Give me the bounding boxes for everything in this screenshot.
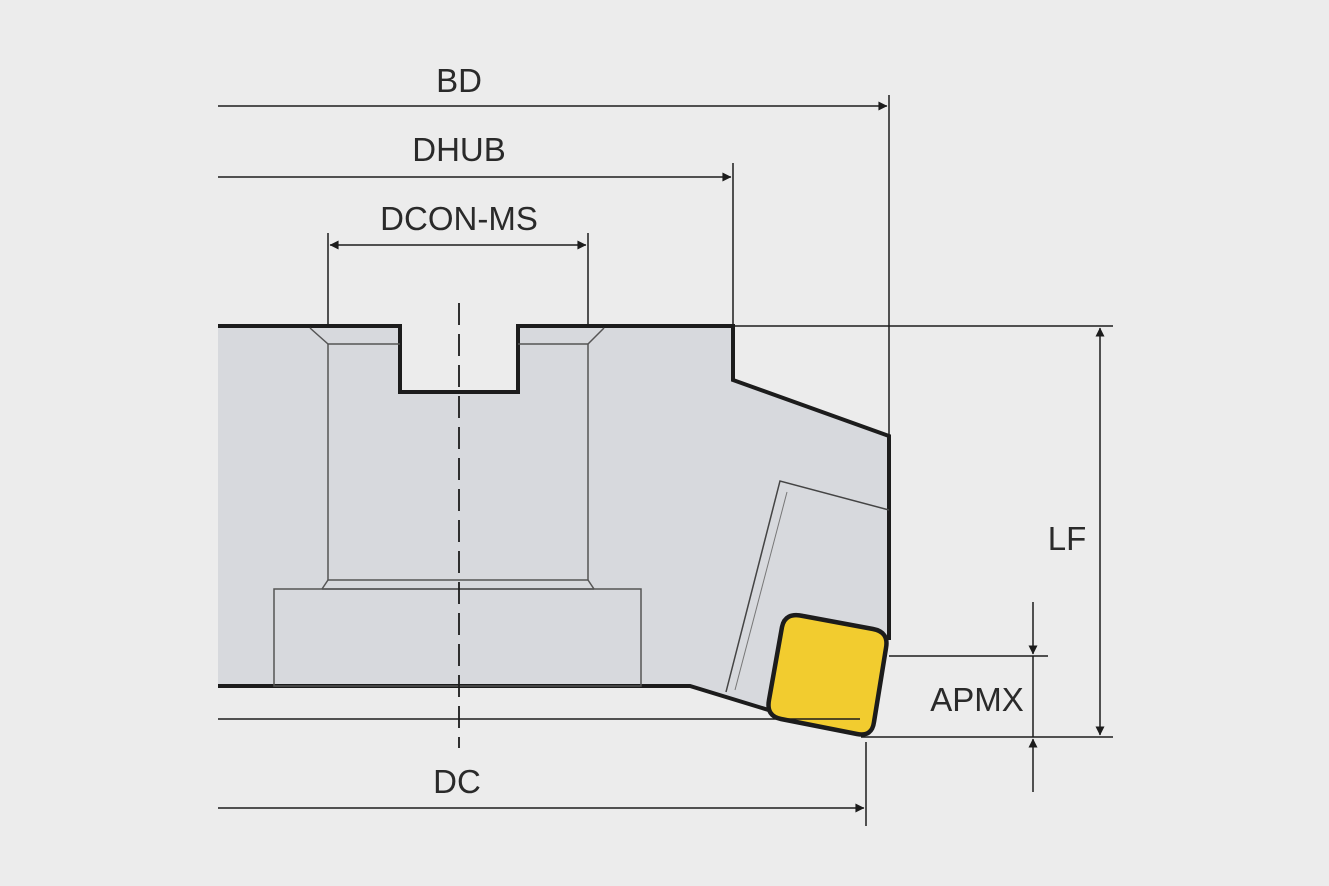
cutter-body [218,326,889,737]
cutter-body-outline [218,324,891,640]
cutting-insert [766,612,889,737]
lf-label: LF [1048,520,1087,557]
dhub-label: DHUB [412,131,506,168]
apmx-label: APMX [930,681,1024,718]
extension-lines [218,95,1113,826]
dc-label: DC [433,763,481,800]
bd-label: BD [436,62,482,99]
bottom-recess [273,588,642,687]
insert-pocket-inner-line [734,491,788,691]
insert-pocket [725,480,890,693]
dcon-ms-label: DCON-MS [380,200,538,237]
